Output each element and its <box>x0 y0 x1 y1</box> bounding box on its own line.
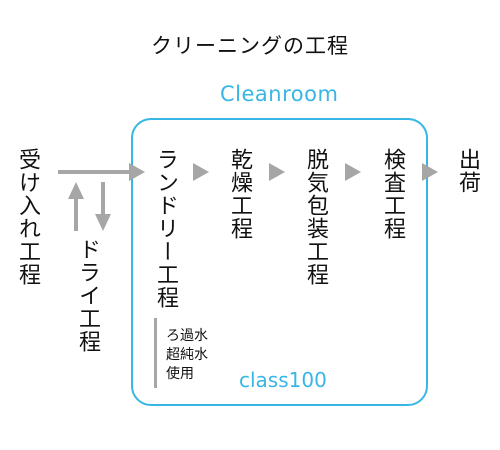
step-drying: 乾燥工程 <box>227 148 252 240</box>
arrow-deoxygen-to-inspection <box>345 163 361 181</box>
arrow-from-dry <box>68 182 84 231</box>
cleanroom-class-label: class100 <box>239 368 327 392</box>
step-receiving: 受け入れ工程 <box>15 148 40 286</box>
step-inspection: 検査工程 <box>380 148 405 240</box>
step-dry: ドライ工程 <box>75 238 100 353</box>
diagram-title: クリーニングの工程 <box>151 34 349 58</box>
laundry-note: ろ過水 超純水 使用 <box>166 327 208 384</box>
arrow-drying-to-deoxygen <box>269 163 285 181</box>
laundry-note-line: 使用 <box>166 366 194 382</box>
step-deoxygen-packaging: 脱気包装工程 <box>303 148 328 286</box>
arrow-to-dry <box>95 182 111 231</box>
laundry-note-line: 超純水 <box>166 347 208 363</box>
cleanroom-label: Cleanroom <box>220 82 339 106</box>
step-shipping: 出荷 <box>455 148 480 194</box>
laundry-note-line: ろ過水 <box>166 328 208 344</box>
step-laundry: ランドリー工程 <box>153 148 178 309</box>
arrow-laundry-to-drying <box>193 163 209 181</box>
arrow-receiving-to-laundry <box>58 163 145 181</box>
arrow-inspection-to-shipping <box>422 163 438 181</box>
laundry-note-bar <box>154 318 157 388</box>
cleanroom-box <box>131 118 428 406</box>
